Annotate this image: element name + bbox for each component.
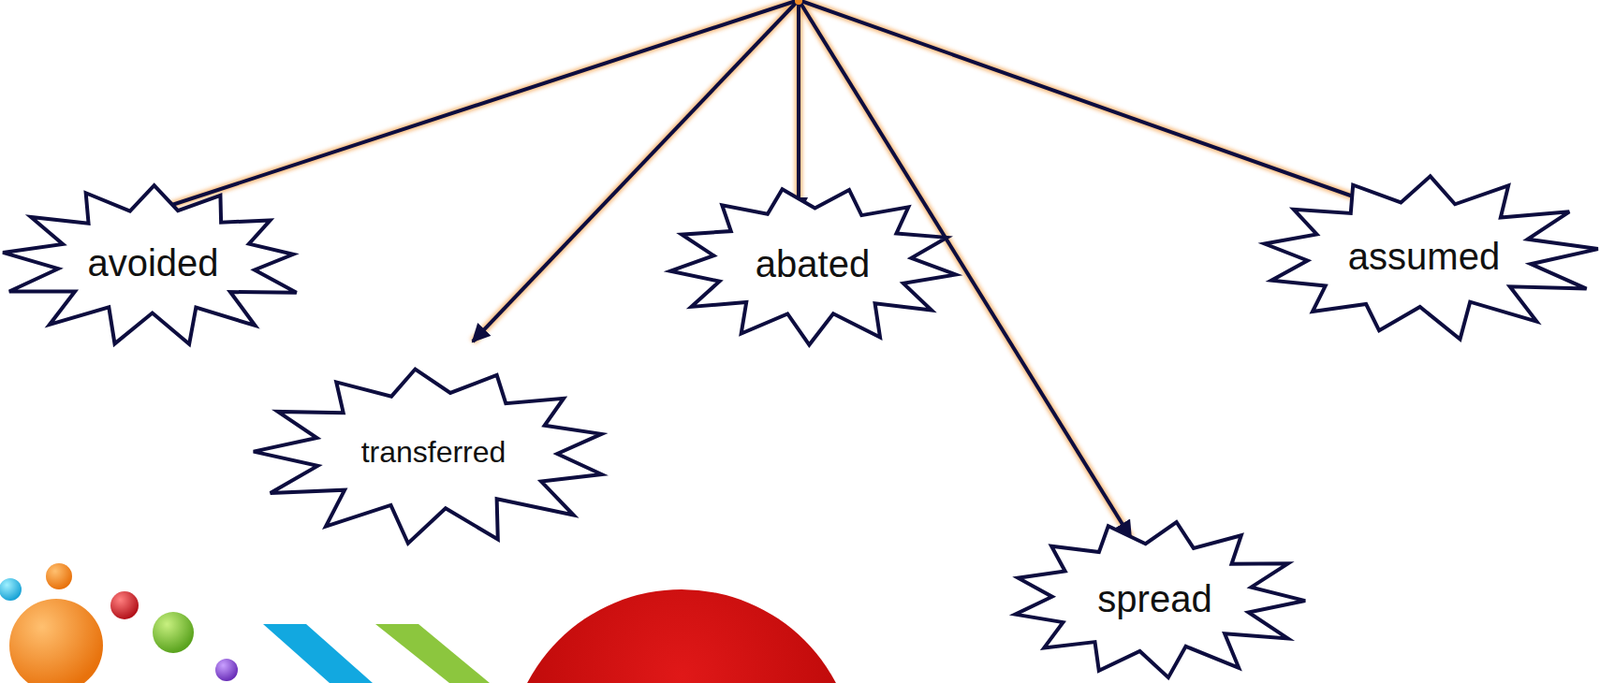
red-circle	[507, 589, 856, 683]
node-label: avoided	[87, 242, 219, 284]
arrow-glow	[798, 0, 1388, 209]
starburst-outline	[1014, 522, 1306, 678]
blue-stripe	[263, 624, 373, 683]
starburst-node: abated	[665, 183, 960, 344]
starburst-outline	[2, 185, 297, 345]
starburst-node: spread	[1005, 518, 1305, 679]
starburst-outline	[1264, 176, 1599, 339]
starburst-outline	[670, 189, 956, 345]
starburst-node: avoided	[4, 183, 302, 343]
dot	[45, 563, 73, 590]
dot	[110, 591, 139, 620]
starburst-outline	[253, 369, 602, 544]
dot	[0, 578, 22, 602]
source-point	[794, 0, 803, 5]
dot	[9, 599, 103, 683]
dot	[152, 612, 194, 654]
node-label: assumed	[1348, 235, 1500, 278]
green-stripe	[375, 624, 490, 683]
arrow	[796, 0, 801, 215]
arrow	[798, 0, 1388, 209]
arrow	[137, 0, 799, 217]
starburst-node: assumed	[1254, 175, 1594, 338]
arrow-glow	[794, 0, 803, 215]
node-label: spread	[1097, 578, 1212, 620]
starburst-node: transferred	[252, 365, 615, 542]
node-label: abated	[755, 243, 870, 285]
dot	[215, 659, 238, 682]
node-label: transferred	[361, 436, 507, 470]
